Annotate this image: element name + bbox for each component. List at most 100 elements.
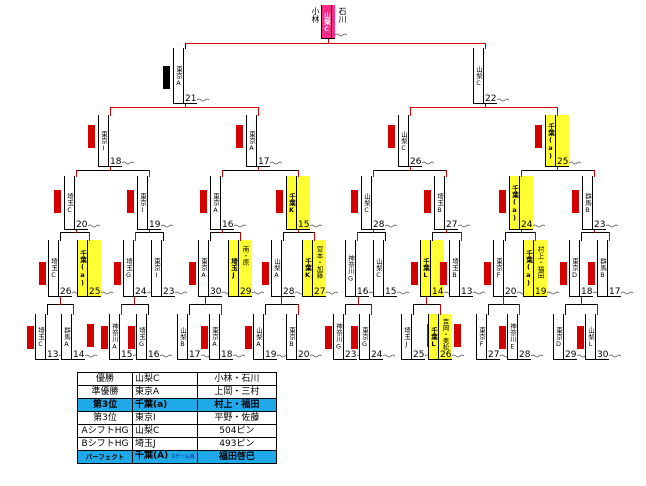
box-left-line xyxy=(473,48,474,104)
pin-score: 219 xyxy=(588,262,596,285)
team-name: 山梨C xyxy=(361,176,372,230)
seed-number: 13 xyxy=(461,287,473,297)
pin-score: 213 xyxy=(128,326,136,349)
bracket-line xyxy=(594,170,595,177)
box-left-line xyxy=(286,314,287,360)
bracket-line xyxy=(488,304,489,315)
bracket-line xyxy=(185,43,186,49)
bracket-line xyxy=(185,104,186,108)
box-left-line xyxy=(545,115,546,167)
box-baseline xyxy=(109,359,133,360)
box-left-line xyxy=(553,314,554,360)
bracket-line xyxy=(413,304,441,305)
bracket-line xyxy=(461,232,462,241)
box-left-line xyxy=(246,115,247,167)
pin-score: 223 xyxy=(454,324,462,347)
team-name: 群馬A xyxy=(61,314,72,360)
pin-score: 194 xyxy=(189,262,197,285)
box-baseline xyxy=(173,103,197,104)
box-baseline xyxy=(523,296,547,297)
bracket-line xyxy=(298,170,299,177)
squiggle-mark xyxy=(609,354,621,358)
seed-number: 28 xyxy=(373,220,385,230)
bracket-line xyxy=(565,304,566,315)
squiggle-mark xyxy=(335,33,347,37)
team-name: 山梨L xyxy=(585,314,596,360)
box-left-line xyxy=(48,240,49,297)
box-baseline xyxy=(98,166,122,167)
bracket-line xyxy=(410,107,411,116)
summary-team: 山梨C xyxy=(132,424,198,438)
pin-score: 231 xyxy=(262,262,270,285)
seed-number: 17 xyxy=(258,157,270,167)
team-name: 東京A xyxy=(198,240,209,297)
box-left-line xyxy=(398,115,399,167)
box-left-line xyxy=(151,240,152,297)
box-left-line xyxy=(123,240,124,297)
box-left-line xyxy=(302,240,303,297)
bracket-line xyxy=(60,297,61,305)
box-baseline xyxy=(434,229,458,230)
seed-number: 19 xyxy=(535,287,547,297)
box-left-line xyxy=(98,115,99,167)
bracket-line xyxy=(521,170,595,171)
bracket-line xyxy=(385,232,386,241)
seed-number: 25 xyxy=(557,157,569,167)
seed-number: 14 xyxy=(73,350,85,360)
pin-score: 207 xyxy=(88,125,96,148)
box-left-line xyxy=(64,176,65,230)
bracket-line xyxy=(594,230,595,233)
box-left-line xyxy=(523,240,524,297)
pin-score: 196 xyxy=(27,326,35,349)
team-name: 東京D xyxy=(553,314,564,360)
team-name: 埼玉B xyxy=(449,240,460,297)
bracket-line xyxy=(110,167,111,171)
pin-score: 163 xyxy=(424,190,432,213)
bracket-line xyxy=(135,232,136,241)
box-left-line xyxy=(61,314,62,360)
squiggle-mark xyxy=(197,98,209,102)
pin-score: 193 xyxy=(535,125,543,148)
box-left-line xyxy=(507,314,508,360)
bracket-line xyxy=(345,304,346,315)
box-left-line xyxy=(77,240,78,297)
pin-score: 188 xyxy=(201,326,209,349)
summary-players: 493ピン xyxy=(196,437,278,451)
bracket-line xyxy=(185,43,486,44)
bracket-line xyxy=(426,297,427,305)
team-name: 埼玉C xyxy=(48,240,59,297)
summary-label: パーフェクト xyxy=(77,450,133,464)
pin-score: 212 xyxy=(560,262,568,285)
bracket-line xyxy=(47,304,48,315)
summary-team: 埼玉J xyxy=(132,437,198,451)
bracket-line xyxy=(210,232,241,233)
team-name: 東京A xyxy=(210,176,221,230)
team-name: 千葉K xyxy=(286,176,297,230)
team-name: 山梨C xyxy=(473,48,484,104)
squiggle-mark xyxy=(422,161,434,165)
box-baseline xyxy=(493,296,517,297)
box-baseline xyxy=(476,359,500,360)
bracket-line xyxy=(258,167,259,171)
box-baseline xyxy=(302,296,326,297)
seed-number: 24 xyxy=(371,350,383,360)
box-baseline xyxy=(569,296,593,297)
pin-score: 193 xyxy=(276,190,284,213)
bracket-line xyxy=(488,304,520,305)
box-baseline xyxy=(428,359,452,360)
pin-score: 186 xyxy=(101,326,109,349)
seed-number: 20 xyxy=(505,287,517,297)
bracket-line xyxy=(258,107,259,116)
